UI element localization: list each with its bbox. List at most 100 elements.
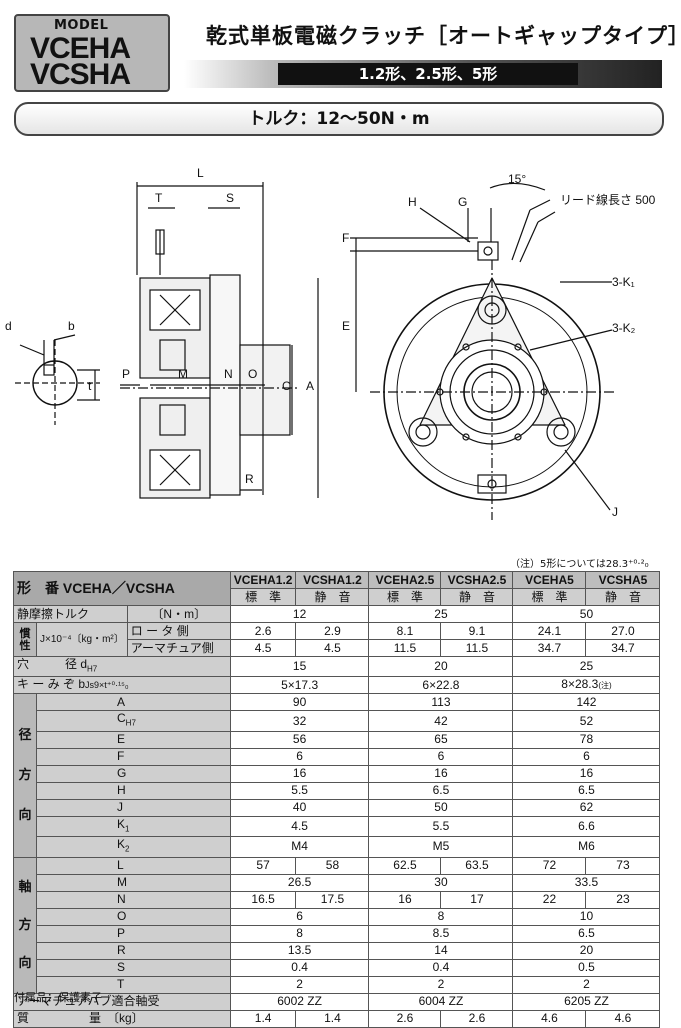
accessories-note: 付属品：保護素子 xyxy=(14,991,102,1004)
radial-value: 6.5 xyxy=(368,781,514,800)
model-name-vcsha: VCSHA xyxy=(30,58,131,91)
spec-table: 形 番 VCEHA／VCSHA VCEHA1.2 VCSHA1.2 VCEHA2… xyxy=(13,571,661,1028)
axial-value: 63.5 xyxy=(440,856,514,875)
axial-value: 2 xyxy=(512,975,661,994)
radial-value: 142 xyxy=(512,693,661,712)
page-title: 乾式単板電磁クラッチ［オートギャップタイプ］ xyxy=(206,24,681,48)
type-col-3: 標 準 xyxy=(368,588,442,606)
axial-row-label: P xyxy=(36,924,231,943)
radial-row-label: F xyxy=(36,747,231,766)
radial-value: 6.5 xyxy=(512,781,661,800)
radial-value: 5.5 xyxy=(368,815,514,838)
axial-value: 10 xyxy=(512,907,661,926)
bore-label-text: 穴 径 d xyxy=(17,657,88,671)
axial-value: 0.4 xyxy=(368,958,514,977)
rotor-value-3: 8.1 xyxy=(368,622,442,640)
bore-value-3: 25 xyxy=(512,655,661,678)
radial-row-label-k2: K2 xyxy=(36,836,231,858)
torque-range: トルク：12～50N・m xyxy=(14,102,664,136)
type-col-4: 静 音 xyxy=(440,588,514,606)
model-box: MODEL VCEHA VCSHA xyxy=(14,14,170,92)
radial-value: M4 xyxy=(229,836,370,858)
bearing-value-2: 6004 ZZ xyxy=(368,992,514,1011)
radial-value: 56 xyxy=(229,730,370,749)
radial-value: 6 xyxy=(368,747,514,766)
size-subtitle: 1.2形、2.5形、5形 xyxy=(278,63,578,85)
bearing-value-1: 6002 ZZ xyxy=(229,992,370,1011)
keyway-label-sub: Js9×t⁺⁰·¹⁵₀ xyxy=(85,680,129,691)
axial-value: 8.5 xyxy=(368,924,514,943)
radial-row-label: A xyxy=(36,693,231,712)
axial-value: 26.5 xyxy=(229,873,370,892)
axial-value: 30 xyxy=(368,873,514,892)
dim-label-h: H xyxy=(408,195,417,209)
static-torque-3: 50 xyxy=(512,605,661,623)
rotor-value-5: 24.1 xyxy=(512,622,587,640)
technical-drawing: L T S P M N O C A R d b t H G F E 15° リー… xyxy=(5,166,656,520)
angle-label: 15° xyxy=(508,172,526,186)
dim-label-l: L xyxy=(197,166,204,180)
keyway-value-3: 8×28.3(注) xyxy=(512,676,661,695)
model-col-6: VCSHA5 xyxy=(585,571,661,589)
radial-value: 16 xyxy=(512,764,661,783)
axial-value: 22 xyxy=(512,890,587,909)
axial-row-label: S xyxy=(36,958,231,977)
radial-row-label-sub: 1 xyxy=(125,824,130,834)
radial-value: 50 xyxy=(368,798,514,817)
dim-label-n: N xyxy=(224,367,233,381)
radial-row-label: G xyxy=(36,764,231,783)
axial-value: 0.5 xyxy=(512,958,661,977)
bearing-value-3: 6205 ZZ xyxy=(512,992,661,1011)
bearing-label: アーマチュアハブ適合軸受 xyxy=(13,992,231,1011)
lead-wire-label: リード線長さ 500 xyxy=(560,192,656,207)
axial-value: 2 xyxy=(368,975,514,994)
model-label: MODEL xyxy=(54,18,109,33)
hole-k1-label: 3-K₁ xyxy=(612,275,635,289)
keyway-note-mark: (注) xyxy=(598,681,612,691)
radial-row-label: J xyxy=(36,798,231,817)
bore-value-2: 20 xyxy=(368,655,514,678)
axial-value: 13.5 xyxy=(229,941,370,960)
type-col-5: 標 準 xyxy=(512,588,587,606)
radial-value: 62 xyxy=(512,798,661,817)
bore-label: 穴 径 dH7 xyxy=(13,655,231,678)
bore-value-1: 15 xyxy=(229,655,370,678)
footnote: （注）5形については28.3⁺⁰·²₀ xyxy=(510,559,649,570)
axial-value: 6.5 xyxy=(512,924,661,943)
radial-value: 90 xyxy=(229,693,370,712)
axial-value: 62.5 xyxy=(368,856,442,875)
axial-value: 16.5 xyxy=(229,890,297,909)
static-torque-2: 25 xyxy=(368,605,514,623)
dim-label-c: C xyxy=(282,379,291,393)
model-col-2: VCSHA1.2 xyxy=(295,571,370,589)
radial-value: 78 xyxy=(512,730,661,749)
radial-value: 65 xyxy=(368,730,514,749)
static-torque-unit: 〔N・m〕 xyxy=(126,605,231,623)
dim-label-f: F xyxy=(342,231,349,245)
dim-label-s: S xyxy=(226,191,234,205)
axial-row-label: N xyxy=(36,890,231,909)
radial-row-label: H xyxy=(36,781,231,800)
radial-value: 113 xyxy=(368,693,514,712)
dim-label-a: A xyxy=(306,379,314,393)
axial-value: 8 xyxy=(368,907,514,926)
axial-row-label: M xyxy=(36,873,231,892)
dim-label-j: J xyxy=(612,505,618,519)
armature-value-3: 11.5 xyxy=(368,639,442,657)
hole-k2-label: 3-K₂ xyxy=(612,321,636,335)
model-col-5: VCEHA5 xyxy=(512,571,587,589)
radial-row-label-sub: H7 xyxy=(125,718,136,728)
radial-value: M5 xyxy=(368,836,514,858)
axial-value: 6 xyxy=(229,907,370,926)
axial-value: 58 xyxy=(295,856,370,875)
armature-value-6: 34.7 xyxy=(585,639,661,657)
axial-value: 33.5 xyxy=(512,873,661,892)
radial-group: 径方向 xyxy=(13,693,37,858)
radial-value: 6.6 xyxy=(512,815,661,838)
axial-value: 57 xyxy=(229,856,297,875)
dim-label-d: d xyxy=(5,319,12,333)
dim-label-t-key: t xyxy=(88,379,92,393)
axial-row-label: R xyxy=(36,941,231,960)
axial-value: 23 xyxy=(585,890,661,909)
radial-row-label-text: K xyxy=(117,837,126,852)
